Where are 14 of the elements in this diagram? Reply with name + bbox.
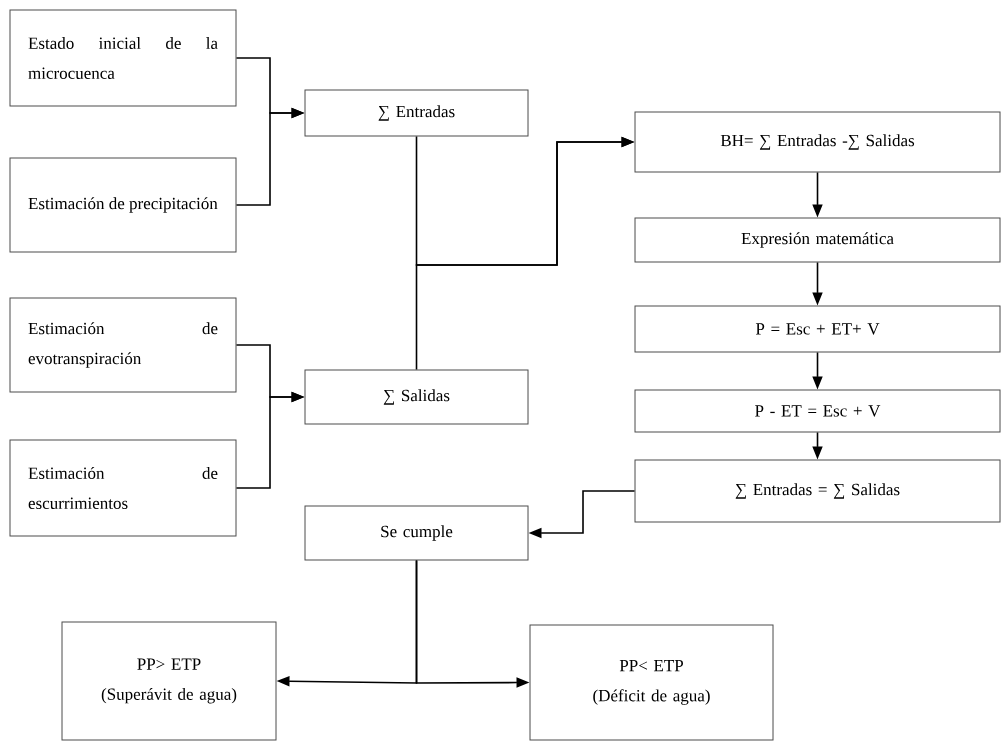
process-box: Estimación de evotranspiración — [9, 297, 237, 393]
process-box: Estimación de escurrimientos — [9, 439, 237, 537]
process-box: ∑ Entradas = ∑ Salidas — [634, 459, 1001, 523]
process-box: P = Esc + ET+ V — [634, 305, 1001, 353]
process-box: Estado inicial de la microcuenca — [9, 9, 237, 107]
process-box: Estimación de precipitación — [9, 157, 237, 253]
process-box: ∑ Entradas — [304, 89, 529, 137]
process-box: PP> ETP (Superávit de agua) — [61, 621, 277, 741]
process-box: Expresión matemática — [634, 217, 1001, 263]
process-box: P - ET = Esc + V — [634, 389, 1001, 433]
process-box: ∑ Salidas — [304, 369, 529, 425]
process-box: BH= ∑ Entradas -∑ Salidas — [634, 111, 1001, 173]
process-box: Se cumple — [304, 505, 529, 561]
process-box: PP< ETP (Déficit de agua) — [529, 624, 774, 741]
